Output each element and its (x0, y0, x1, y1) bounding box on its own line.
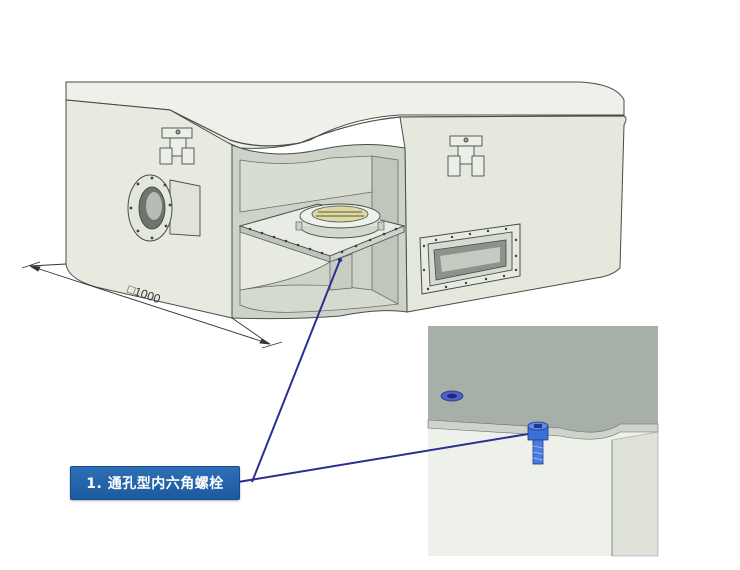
latch-left (159, 127, 195, 165)
stage-support-left (239, 231, 331, 291)
dimension-line (21, 261, 283, 349)
stage-plate-holes (248, 227, 398, 255)
rotary-table (295, 203, 385, 239)
callout-label-text: 1. 通孔型内六角螺栓 (86, 476, 224, 492)
stage-support-right (329, 253, 353, 291)
chamber-floor (239, 284, 400, 313)
left-flange-port (127, 174, 201, 242)
leader-lines (237, 259, 529, 483)
right-viewport (419, 223, 521, 295)
detail-inset (427, 326, 659, 557)
callout-label: 1. 通孔型内六角螺栓 (70, 466, 240, 500)
leader-to-detail (237, 433, 529, 483)
hex-socket-bolt-icon (527, 421, 549, 465)
chamber-top-rim (65, 99, 625, 147)
detail-side-wall (611, 431, 659, 557)
leader-to-model (251, 259, 341, 483)
latch-right (447, 135, 485, 177)
stage-plate-side (329, 225, 405, 263)
detail-lid-surface (428, 326, 658, 433)
chamber-model (21, 81, 627, 349)
